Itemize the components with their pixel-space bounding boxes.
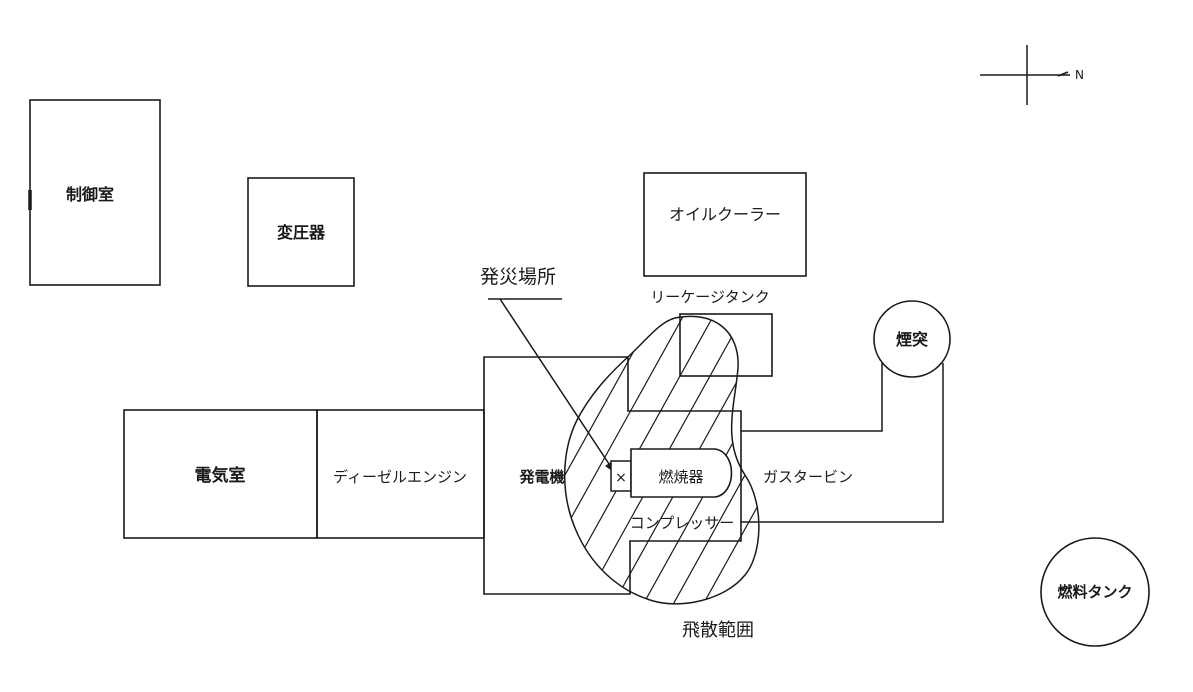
scatter-range-outline bbox=[563, 315, 760, 605]
fire-location-label: 発災場所 bbox=[480, 266, 556, 288]
gas-turbine-top-line bbox=[741, 363, 883, 432]
generator-label: 発電機 bbox=[518, 468, 564, 486]
leakage-tank-box bbox=[679, 313, 773, 377]
combustor-label: 燃焼器 bbox=[658, 468, 703, 486]
leakage-tank-label: リーケージタンク bbox=[650, 288, 769, 306]
transformer-box bbox=[247, 177, 355, 287]
oil-cooler-label: オイルクーラー bbox=[669, 205, 781, 224]
control-room-label: 制御室 bbox=[66, 185, 114, 204]
chimney-label: 煙突 bbox=[896, 330, 928, 349]
gas-turbine-label: ガスタービン bbox=[763, 468, 853, 486]
combustor-box bbox=[630, 448, 733, 498]
fire-location-leader-line bbox=[499, 298, 616, 474]
transformer-label: 変圧器 bbox=[277, 223, 326, 242]
fuel-tank-label: 燃料タンク bbox=[1057, 583, 1132, 601]
diesel-engine-label: ディーゼルエンジン bbox=[333, 468, 467, 486]
generator-box bbox=[483, 356, 742, 595]
electrical-room-label: 電気室 bbox=[195, 465, 246, 486]
scatter-range-label: 飛散範囲 bbox=[682, 620, 754, 641]
oil-cooler-box bbox=[643, 172, 807, 277]
fuel-tank-circle bbox=[1040, 537, 1150, 647]
north-label: N bbox=[1075, 68, 1084, 82]
gas-turbine-right-line bbox=[741, 363, 944, 523]
fire-marker-icon: × bbox=[615, 470, 627, 486]
compressor-label: コンプレッサー bbox=[630, 514, 735, 532]
chimney-circle bbox=[873, 300, 951, 378]
compass: N bbox=[980, 45, 1084, 105]
north-arrow-icon bbox=[1057, 71, 1069, 77]
